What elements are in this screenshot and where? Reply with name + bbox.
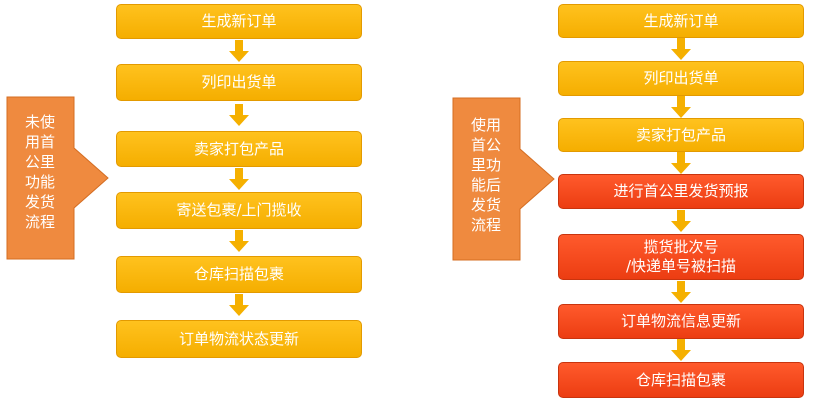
right-arrow-1: [671, 38, 691, 60]
left-arrow-4: [229, 230, 249, 252]
right-arrow-2: [671, 96, 691, 118]
right-step-7: 仓库扫描包裹: [558, 362, 804, 398]
right-arrow-5: [671, 281, 691, 303]
right-callout: 使用 首公 里功 能后 发货 流程: [452, 97, 556, 261]
right-step-4: 进行首公里发货预报: [558, 174, 804, 209]
right-callout-shape: [452, 97, 555, 261]
right-arrow-6: [671, 339, 691, 361]
left-callout-label: 未使 用首 公里 功能 发货 流程: [24, 113, 55, 231]
right-step-6: 订单物流信息更新: [558, 304, 804, 339]
left-step-2: 列印出货单: [116, 64, 362, 101]
right-step-5: 揽货批次号 /快递单号被扫描: [558, 234, 804, 280]
left-callout-shape: [6, 96, 109, 260]
left-step-1: 生成新订单: [116, 4, 362, 39]
left-step-6: 订单物流状态更新: [116, 320, 362, 358]
left-step-5: 仓库扫描包裹: [116, 256, 362, 293]
right-step-2: 列印出货单: [558, 61, 804, 96]
left-arrow-2: [229, 104, 249, 126]
left-callout: 未使 用首 公里 功能 发货 流程: [6, 96, 110, 260]
right-arrow-3: [671, 152, 691, 174]
left-arrow-1: [229, 40, 249, 62]
right-callout-label: 使用 首公 里功 能后 发货 流程: [470, 116, 501, 234]
right-step-1: 生成新订单: [558, 4, 804, 38]
left-arrow-3: [229, 168, 249, 190]
right-arrow-4: [671, 210, 691, 232]
left-step-3: 卖家打包产品: [116, 131, 362, 167]
right-step-3: 卖家打包产品: [558, 118, 804, 152]
left-step-4: 寄送包裹/上门揽收: [116, 192, 362, 229]
left-arrow-5: [229, 294, 249, 316]
